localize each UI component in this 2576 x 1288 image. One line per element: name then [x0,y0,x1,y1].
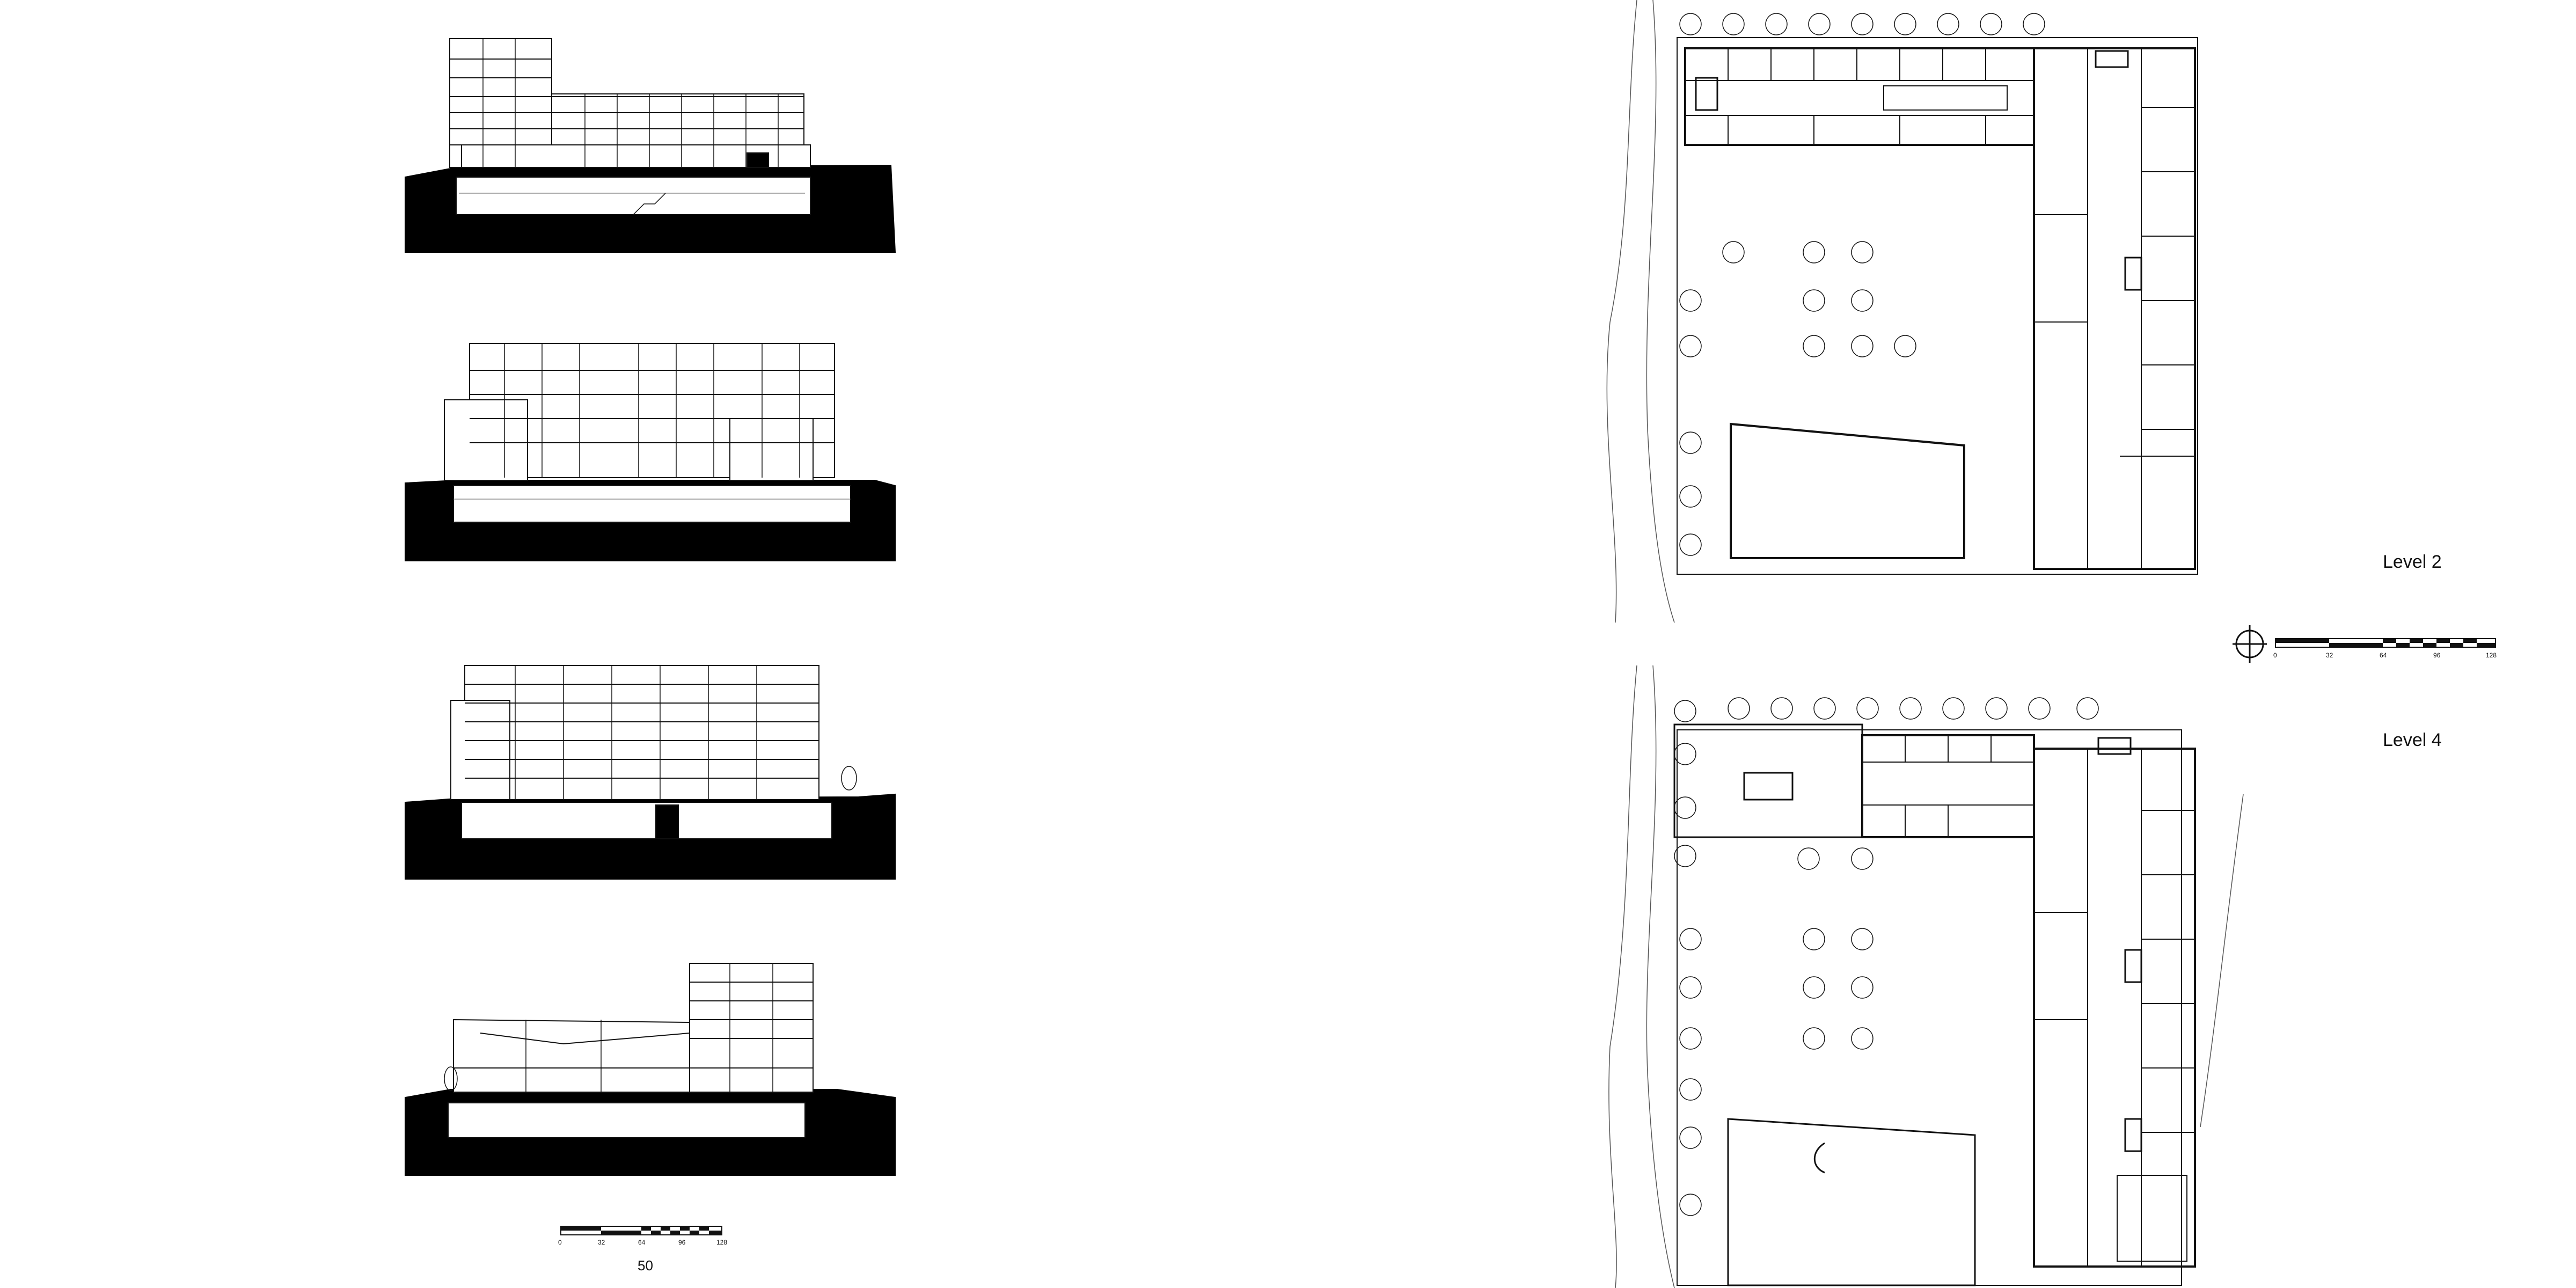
floor-lines [465,684,819,779]
basement-void [461,802,832,839]
plan-title-level-2: Level 2 [2383,552,2442,572]
terrain-contours [1608,665,2244,1288]
tree-icon [1679,13,2045,556]
building-block [464,665,819,800]
window-grid [482,39,779,167]
terrain-contours [1606,0,1675,623]
basement-void [448,1102,806,1138]
window-grid [515,665,757,800]
site-boundary [1677,729,2182,1286]
floor-plan-level-4 [1608,665,2244,1288]
sloped-roof-line [480,1033,690,1045]
sections-scale-label: 50 [638,1257,653,1274]
window-grid [504,343,800,478]
tree-icon [1674,697,2099,1216]
plan-scale-tick: 128 [2486,652,2497,659]
stair [633,193,666,215]
section-drawing-1 [405,38,896,253]
building-right-wing [729,418,814,481]
north-wing [1684,47,2035,146]
stair-core [2124,949,2142,983]
room-partitions [1685,48,2195,569]
north-arrow-icon [2233,625,2267,663]
floor-lines [450,58,805,194]
stair-core [2095,50,2129,68]
sections-scale-tick: 32 [598,1239,605,1246]
south-hall [1727,1118,1976,1286]
south-ramp [1964,445,2196,569]
basement-void [456,177,811,215]
plan-scale-tick: 0 [2273,652,2277,659]
east-wing [2033,748,2196,1268]
sections-scale-bar [560,1226,722,1235]
atrium [1883,85,2008,111]
plan-title-level-4: Level 4 [2383,730,2442,750]
floor-lines [453,982,813,1069]
tree-icon [841,766,857,791]
basement-void [453,485,851,523]
plan-scale-tick: 32 [2326,652,2333,659]
east-wing [2033,47,2196,570]
dark-core [655,804,679,839]
stair-core [1743,772,1794,801]
room-partitions [1862,735,2195,1267]
building-left-wing [450,700,510,800]
section-drawing-3 [405,665,896,880]
tree-icon [444,1066,458,1091]
stair-core [1695,77,1718,111]
plan-scale-tick: 96 [2433,652,2441,659]
stair-core [2124,1118,2142,1152]
stair-core [2124,257,2142,291]
building-left-wing [444,399,528,481]
hall-curve [1813,1142,1825,1174]
south-hall [1730,422,1965,559]
section-drawing-2 [405,343,896,561]
sections-scale-tick: 0 [558,1239,562,1246]
stair-core [2097,737,2132,755]
stair-hatched [2117,1175,2187,1262]
sections-scale-tick: 128 [716,1239,728,1246]
plan-scale-tick: 64 [2380,652,2387,659]
floor-lines [453,370,851,500]
plan-scale-bar [2275,638,2496,648]
dark-core [747,152,769,168]
window-grid [525,963,773,1092]
sections-scale-tick: 96 [678,1239,686,1246]
north-west-block [1673,723,1863,838]
sloped-roof-block [453,1019,690,1093]
tower [689,963,814,1093]
site-boundary [1677,37,2198,575]
sections-scale-tick: 64 [638,1239,646,1246]
floor-plan-level-2 [1606,0,2198,623]
section-drawing-4 [405,963,896,1176]
